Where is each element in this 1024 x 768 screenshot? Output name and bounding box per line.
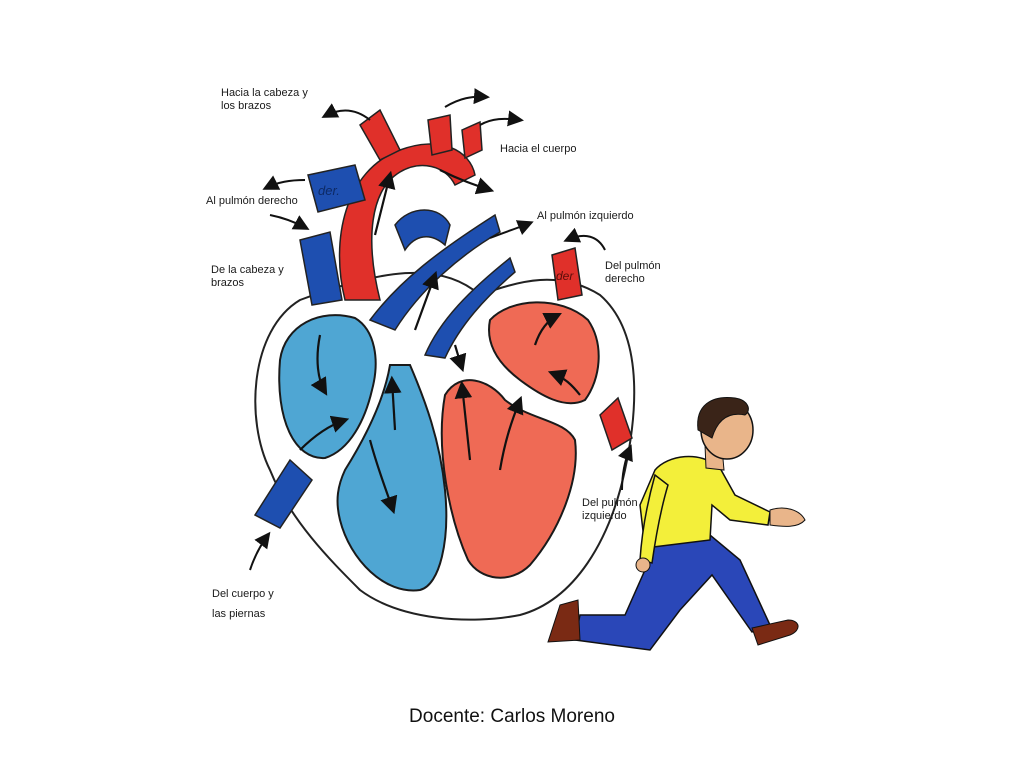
label-line: brazos	[211, 277, 245, 289]
label-head-arms-out: Hacia la cabeza y los brazos	[221, 87, 308, 113]
label-line: Del pulmón	[582, 497, 638, 509]
label-body-legs-in: Del cuerpo y las piernas	[212, 584, 274, 624]
right-artery-tag: der.	[318, 183, 340, 198]
left-ventricle	[440, 379, 577, 579]
label-left-lung-in: Del pulmón izquierdo	[582, 497, 638, 523]
right-pulmonary-artery	[307, 164, 366, 213]
label-line: Del cuerpo y	[212, 588, 274, 600]
label-to-body: Hacia el cuerpo	[500, 143, 576, 156]
boy-shoe-back	[547, 599, 581, 643]
pulmonary-artery-left-2	[423, 256, 516, 359]
boy-pants	[574, 534, 772, 651]
aorta-branch-1	[359, 108, 402, 161]
label-right-lung-out: Al pulmón derecho	[206, 195, 298, 208]
label-line: derecho	[605, 273, 645, 285]
footer-credit: Docente: Carlos Moreno	[409, 706, 615, 727]
label-right-lung-in: Del pulmón derecho	[605, 260, 661, 286]
flow-arrows	[299, 169, 581, 515]
label-line: De la cabeza y	[211, 264, 284, 276]
pulmonary-trunk	[394, 209, 451, 252]
aorta-branch-3	[461, 120, 483, 160]
left-atrium	[488, 301, 600, 405]
boy-hair	[697, 396, 749, 439]
label-line: Hacia la cabeza y	[221, 87, 308, 99]
label-line: Al pulmón derecho	[206, 195, 298, 207]
label-line: Hacia el cuerpo	[500, 143, 577, 155]
boy-hand-front	[769, 507, 806, 527]
label-line: las piernas	[212, 608, 266, 620]
external-arrows	[249, 88, 633, 571]
label-left-lung-out: Al pulmón izquierdo	[537, 210, 634, 223]
label-line: Del pulmón	[605, 260, 661, 272]
right-vein-tag: der	[556, 269, 574, 283]
right-pulmonary-vein	[551, 247, 583, 301]
inferior-vena-cava	[253, 458, 313, 529]
right-ventricle	[336, 364, 448, 592]
boy-shoe-front	[751, 619, 799, 646]
label-line: izquierdo	[582, 510, 627, 522]
boy-hand-back	[635, 557, 651, 573]
label-head-arms-in: De la cabeza y brazos	[211, 264, 284, 290]
right-atrium	[278, 314, 377, 460]
aorta-branch-2	[427, 114, 453, 156]
left-pulmonary-vein	[599, 396, 633, 452]
label-line: Al pulmón izquierdo	[537, 210, 634, 222]
running-boy	[547, 396, 806, 651]
label-line: los brazos	[221, 100, 272, 112]
superior-vena-cava	[299, 231, 343, 306]
